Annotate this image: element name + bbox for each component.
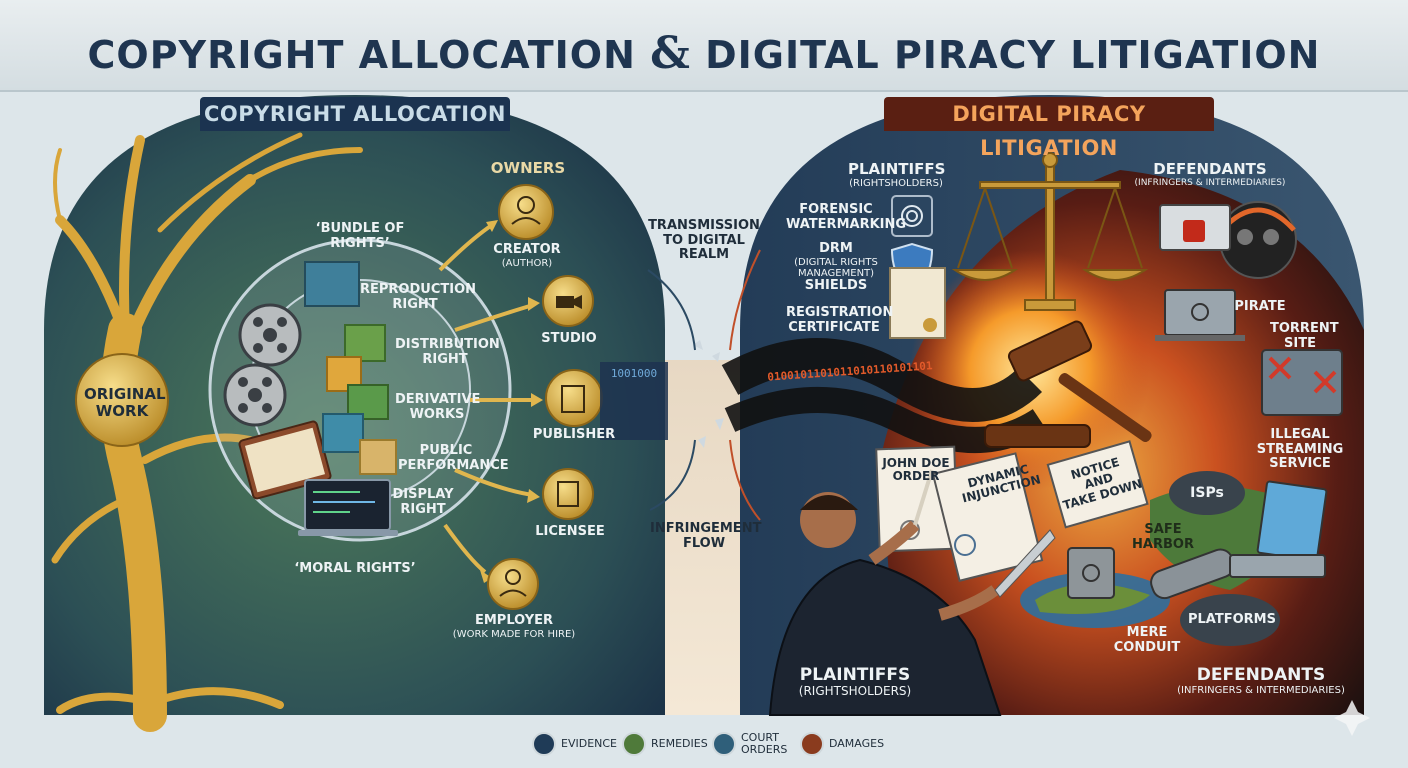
owner-label-licensee: LICENSEE — [535, 524, 605, 539]
section-tab-digital-piracy: DIGITAL PIRACY LITIGATION — [884, 97, 1214, 160]
quill-pen-icon — [913, 469, 934, 526]
owner-label-employer: EMPLOYER(WORK MADE FOR HIRE) — [452, 613, 576, 640]
bundle-of-rights-label: ‘BUNDLE OF RIGHTS’ — [315, 221, 405, 251]
flow-arrows-red — [729, 249, 761, 521]
document-icon — [712, 732, 736, 756]
cloud-icon — [1169, 471, 1280, 646]
binary-left-text: 1001000 — [610, 367, 658, 380]
defendants-heading: DEFENDANTS(INFRINGERS & INTERMEDIARIES) — [1134, 160, 1286, 188]
certificate-icon — [889, 267, 946, 339]
owner-label-studio: STUDIO — [541, 331, 597, 346]
gavel-icon — [984, 320, 1152, 448]
legend-item-remedies: REMEDIES — [622, 731, 708, 757]
header-banner — [0, 0, 1408, 92]
ownership-arrows — [438, 223, 535, 574]
owner-label-publisher: PUBLISHER — [532, 427, 616, 442]
pirate-skull-icon — [1219, 201, 1297, 279]
isps-label: ISPs — [1190, 485, 1224, 501]
torrent-site-icon — [1261, 349, 1343, 416]
plaintiffs-bottom-label: PLAINTIFFS(RIGHTSHOLDERS) — [798, 665, 912, 699]
moral-rights-label: ‘MORAL RIGHTS’ — [294, 561, 416, 576]
owner-badge-publisher — [545, 369, 603, 427]
platform-laptop-icon — [1229, 480, 1328, 578]
owner-badge-studio — [542, 275, 594, 327]
bandage-icon — [622, 732, 646, 756]
owner-label-creator: CREATOR(AUTHOR) — [493, 242, 561, 269]
legend-item-damages: DAMAGES — [800, 731, 884, 757]
section-tab-copyright-allocation: COPYRIGHT ALLOCATION — [200, 97, 510, 131]
title-part-right: DIGITAL PIRACY LITIGATION — [705, 33, 1321, 77]
pirate-laptop-icon — [1155, 289, 1245, 341]
fingerprint-icon — [891, 195, 933, 237]
original-work-badge — [75, 353, 169, 447]
rights-cubes — [304, 261, 397, 475]
magnifier-document-icon — [532, 732, 556, 756]
legend-item-evidence: EVIDENCE — [532, 731, 617, 757]
debris-fragments — [693, 340, 724, 448]
flow-arrows — [647, 269, 696, 511]
sparkle-icon — [1334, 700, 1370, 736]
laptop-code-icon — [298, 479, 398, 536]
blocked-screen-icon — [1159, 204, 1231, 251]
owner-badge-licensee — [542, 468, 594, 520]
owner-badge-employer — [487, 558, 539, 610]
film-reel-icon — [223, 363, 287, 427]
defendants-bottom-label: DEFENDANTS(INFRINGERS & INTERMEDIARIES) — [1177, 665, 1345, 697]
owners-heading: OWNERS — [490, 159, 566, 177]
platforms-label: PLATFORMS — [1188, 612, 1276, 627]
safe-vault-icon — [1067, 547, 1115, 599]
plaintiffs-heading: PLAINTIFFS(RIGHTSHOLDERS) — [848, 160, 946, 189]
scales-of-justice-icon — [951, 152, 1149, 311]
dynamic-injunction-document — [931, 452, 1044, 582]
title-ampersand: & — [650, 28, 691, 79]
owner-badge-creator — [498, 184, 554, 240]
page-title: COPYRIGHT ALLOCATION & DIGITAL PIRACY LI… — [0, 28, 1408, 79]
lawyer-figure — [768, 492, 1002, 716]
knife-icon — [994, 529, 1056, 598]
scales-icon — [800, 732, 824, 756]
film-reel-icon — [238, 303, 302, 367]
binary-panel — [600, 362, 668, 440]
title-part-left: COPYRIGHT ALLOCATION — [87, 33, 636, 77]
notice-and-takedown-document — [1046, 440, 1149, 529]
binary-ribbon — [721, 338, 1043, 422]
pirate-label: PIRATE — [1234, 299, 1286, 314]
